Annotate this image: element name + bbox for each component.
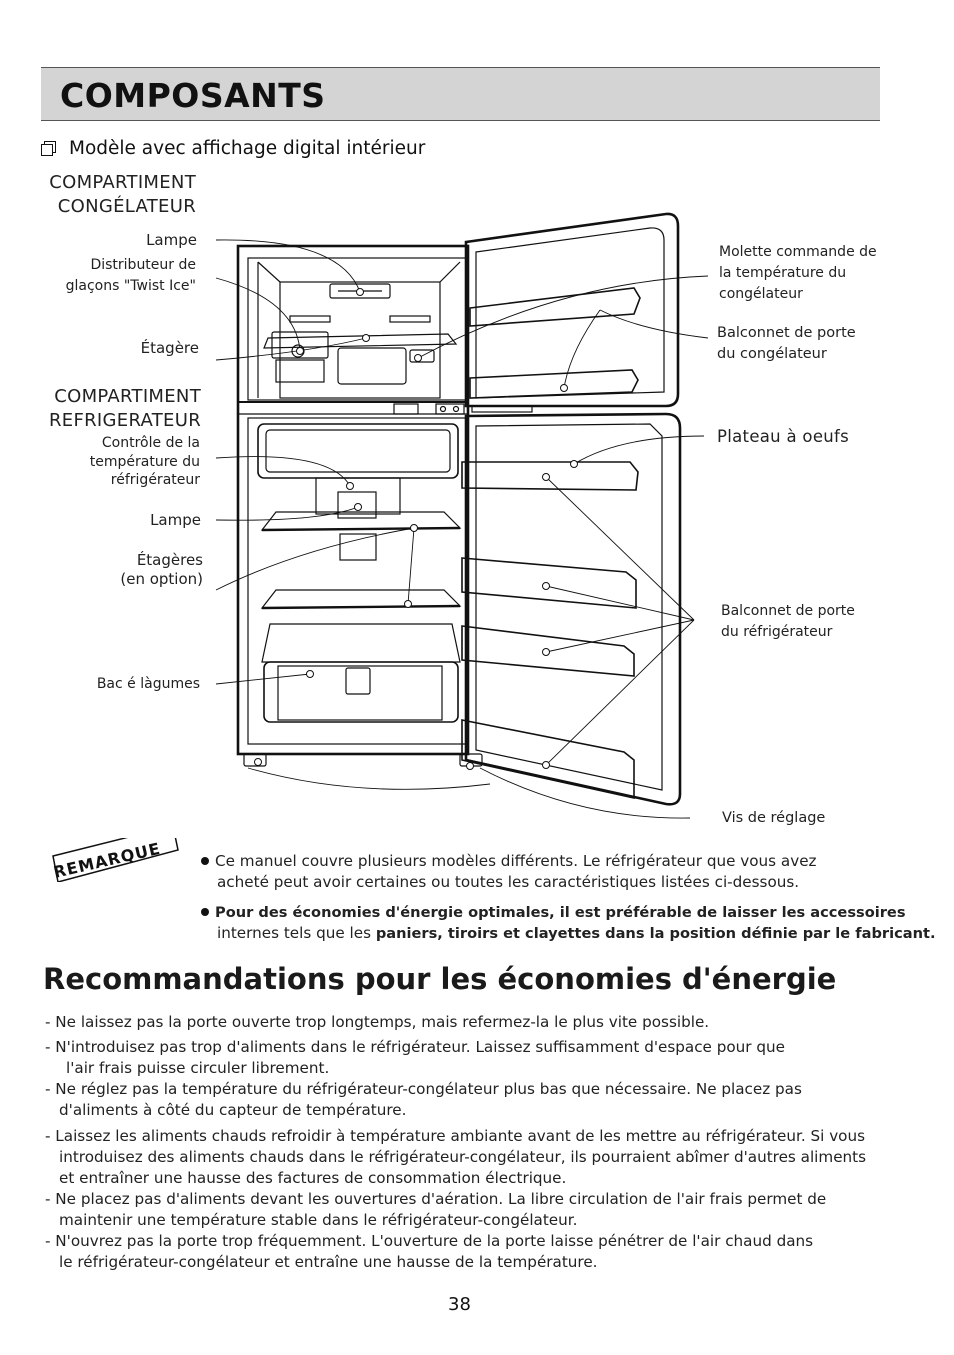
recommendation-item: - Ne placez pas d'aliments devant les ou… xyxy=(45,1189,905,1231)
section-fridge-label: COMPARTIMENT REFRIGERATEUR xyxy=(20,385,201,433)
label-shelf: Étagère xyxy=(96,339,199,357)
note-1-line2: acheté peut avoir certaines ou toutes le… xyxy=(201,872,817,893)
label-shelves: Étagères (en option) xyxy=(60,551,203,589)
label-freezer-door-line1: Balconnet de porte xyxy=(717,323,917,344)
recommendation-line: - N'ouvrez pas la porte trop fréquemment… xyxy=(45,1231,905,1252)
label-lamp-bottom: Lampe xyxy=(96,511,201,529)
remarque-badge: REMARQUE xyxy=(51,838,179,882)
label-freezer-dial: Molette commande de la température du co… xyxy=(719,242,919,305)
recommendation-item: - Laissez les aliments chauds refroidir … xyxy=(45,1126,905,1189)
label-freezer-dial-line3: congélateur xyxy=(719,284,919,305)
recommendation-item: - N'introduisez pas trop d'aliments dans… xyxy=(45,1037,905,1079)
recommendation-line: - Laissez les aliments chauds refroidir … xyxy=(45,1126,905,1147)
label-temp-control-line3: réfrigérateur xyxy=(40,471,200,490)
label-temp-control-line1: Contrôle de la xyxy=(40,434,200,453)
recommendation-item: - Ne laissez pas la porte ouverte trop l… xyxy=(45,1012,905,1033)
label-freezer-door-line2: du congélateur xyxy=(717,344,917,365)
recommendation-line: - Ne laissez pas la porte ouverte trop l… xyxy=(45,1012,905,1033)
label-dispenser: Distributeur de glaçons "Twist Ice" xyxy=(40,256,196,295)
note-1-line1: Ce manuel couvre plusieurs modèles diffé… xyxy=(215,852,817,870)
note-2-line2-plain: internes tels que les xyxy=(217,924,376,942)
recommendation-line: et entraîner une hausse des factures de … xyxy=(45,1168,905,1189)
note-2-line2-bold: paniers, tiroirs et clayettes dans la po… xyxy=(376,925,936,942)
label-freezer-door-bin: Balconnet de porte du congélateur xyxy=(717,323,917,365)
label-freezer-dial-line1: Molette commande de xyxy=(719,242,919,263)
label-fridge-door-line1: Balconnet de porte xyxy=(721,601,921,622)
recommendation-line: - N'introduisez pas trop d'aliments dans… xyxy=(45,1037,905,1058)
section-freezer-label: COMPARTIMENT CONGÉLATEUR xyxy=(20,171,196,219)
label-freezer-dial-line2: la température du xyxy=(719,263,919,284)
recommendation-line: - Ne placez pas d'aliments devant les ou… xyxy=(45,1189,905,1210)
recommendation-line: le réfrigérateur-congélateur et entraîne… xyxy=(45,1252,905,1273)
label-dispenser-line2: glaçons "Twist Ice" xyxy=(40,277,196,295)
note-2-line1: Pour des économies d'énergie optimales, … xyxy=(215,904,906,921)
label-shelves-line1: Étagères xyxy=(60,551,203,570)
page-number: 38 xyxy=(448,1294,471,1315)
recommendation-line: maintenir une température stable dans le… xyxy=(45,1210,905,1231)
energy-heading: Recommandations pour les économies d'éne… xyxy=(43,962,836,996)
crisper-drawer xyxy=(262,624,460,662)
note-2: Pour des économies d'énergie optimales, … xyxy=(201,902,921,944)
recommendation-line: d'aliments à côté du capteur de températ… xyxy=(45,1100,905,1121)
label-shelves-line2: (en option) xyxy=(60,570,203,589)
recommendation-line: - Ne réglez pas la température du réfrig… xyxy=(45,1079,905,1100)
freezer-label-line2: CONGÉLATEUR xyxy=(20,195,196,219)
fridge-label-line2: REFRIGERATEUR xyxy=(20,409,201,433)
label-lamp-top: Lampe xyxy=(96,231,197,249)
recommendation-item: - Ne réglez pas la température du réfrig… xyxy=(45,1079,905,1121)
freezer-label-line1: COMPARTIMENT xyxy=(20,171,196,195)
label-temp-control-line2: température du xyxy=(40,453,200,472)
bullet-icon xyxy=(201,908,209,916)
note-1: Ce manuel couvre plusieurs modèles diffé… xyxy=(201,851,817,893)
label-crisper: Bac é làgumes xyxy=(40,675,200,693)
fridge-label-line1: COMPARTIMENT xyxy=(20,385,201,409)
recommendation-item: - N'ouvrez pas la porte trop fréquemment… xyxy=(45,1231,905,1273)
label-fridge-door-bin: Balconnet de porte du réfrigérateur xyxy=(721,601,921,643)
label-egg-tray: Plateau à oeufs xyxy=(717,428,849,446)
recommendation-line: introduisez des aliments chauds dans le … xyxy=(45,1147,905,1168)
label-fridge-door-line2: du réfrigérateur xyxy=(721,622,921,643)
label-dispenser-line1: Distributeur de xyxy=(40,256,196,274)
bullet-icon xyxy=(201,857,209,865)
label-temp-control: Contrôle de la température du réfrigérat… xyxy=(40,434,200,490)
recommendation-line: l'air frais puisse circuler librement. xyxy=(45,1058,905,1079)
label-leveling-screw: Vis de réglage xyxy=(722,809,825,827)
